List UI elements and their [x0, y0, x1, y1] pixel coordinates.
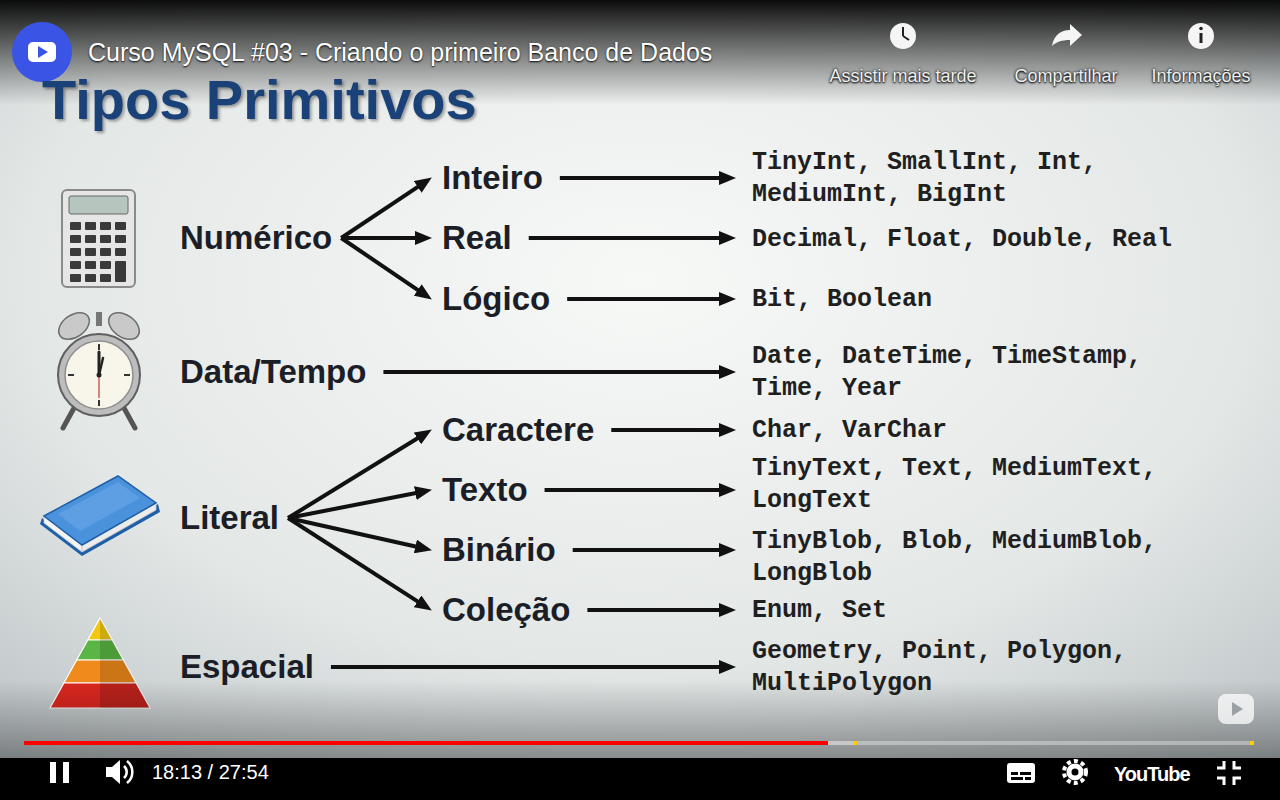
progress-marker: [1250, 741, 1254, 745]
category-label: Lógico: [439, 277, 553, 321]
watch-later-icon: [890, 23, 916, 49]
node-text: Enum, Set: [752, 595, 1222, 627]
node-text: Literal: [180, 498, 279, 538]
node-text: Real: [442, 218, 512, 258]
time-display: 18:13 / 27:54: [152, 761, 269, 784]
exit-fullscreen-icon: [1217, 761, 1241, 785]
category-label: Texto: [439, 468, 531, 512]
category-label: Real: [439, 216, 515, 260]
arrow-connector: [545, 488, 725, 492]
video-title: Curso MySQL #03 - Criando o primeiro Ban…: [88, 38, 712, 67]
node-text: Char, VarChar: [752, 415, 1222, 447]
arrow-connector: [587, 608, 725, 612]
player-button-label: Compartilhar: [1014, 66, 1117, 87]
type-list: Enum, Set: [749, 593, 1225, 629]
arrow-connector: [560, 176, 725, 180]
category-label: Numérico: [177, 216, 335, 260]
node-text: Bit, Boolean: [752, 284, 1222, 316]
node-text: Texto: [442, 470, 528, 510]
node-text: Geometry, Point, Polygon, MultiPolygon: [752, 636, 1222, 700]
arrow-connector: [573, 548, 725, 552]
node-text: Numérico: [180, 218, 332, 258]
progress-played: [24, 741, 828, 745]
arrow-connector: [611, 428, 725, 432]
arrow-connector: [341, 184, 422, 238]
watermark-icon: [1218, 694, 1254, 724]
category-label: Espacial: [177, 645, 317, 689]
type-list: TinyText, Text, MediumText, LongText: [749, 451, 1225, 519]
bottom-shade: [0, 680, 1280, 758]
arrow-connector: [288, 518, 423, 605]
node-text: TinyText, Text, MediumText, LongText: [752, 453, 1222, 517]
slide-title: Tipos Primitivos: [42, 68, 477, 132]
node-text: Inteiro: [442, 158, 543, 198]
type-list: Char, VarChar: [749, 413, 1225, 449]
category-label: Data/Tempo: [177, 350, 369, 394]
youtube-logo: YouTube: [1114, 763, 1190, 786]
book-icon: [40, 476, 160, 556]
arrow-connector: [341, 236, 421, 240]
node-text: Caractere: [442, 410, 594, 450]
alarm-clock-icon: [54, 307, 144, 428]
arrow-connector: [341, 238, 423, 293]
subtitles-icon: [1007, 763, 1035, 783]
settings-icon: [1064, 761, 1086, 783]
node-text: Binário: [442, 530, 556, 570]
node-text: Espacial: [180, 647, 314, 687]
category-label: Inteiro: [439, 156, 546, 200]
pause-icon: [50, 762, 69, 783]
calculator-icon: [62, 190, 135, 287]
category-label: Literal: [177, 496, 282, 540]
type-list: Geometry, Point, Polygon, MultiPolygon: [749, 634, 1225, 702]
category-label: Caractere: [439, 408, 597, 452]
player-button-label: Informações: [1151, 66, 1250, 87]
type-list: Decimal, Float, Double, Real: [749, 222, 1225, 258]
node-text: TinyInt, SmallInt, Int, MediumInt, BigIn…: [752, 147, 1222, 211]
node-text: TinyBlob, Blob, MediumBlob, LongBlob: [752, 526, 1222, 590]
share-icon: [1052, 24, 1082, 46]
node-text: Data/Tempo: [180, 352, 366, 392]
info-icon: [1188, 23, 1214, 49]
arrow-connector: [331, 665, 725, 669]
type-list: TinyInt, SmallInt, Int, MediumInt, BigIn…: [749, 145, 1225, 213]
node-text: Lógico: [442, 279, 550, 319]
type-list: Bit, Boolean: [749, 282, 1225, 318]
type-list: TinyBlob, Blob, MediumBlob, LongBlob: [749, 524, 1225, 592]
node-text: Decimal, Float, Double, Real: [752, 224, 1222, 256]
control-bar: [0, 758, 1280, 800]
arrow-connector: [288, 435, 422, 518]
node-text: Coleção: [442, 590, 570, 630]
arrow-connector: [288, 492, 421, 518]
progress-marker: [853, 741, 857, 745]
arrow-connector: [529, 236, 725, 240]
progress-track: [24, 741, 1254, 745]
category-label: Binário: [439, 528, 559, 572]
player-button-label: Assistir mais tarde: [829, 66, 976, 87]
node-text: Date, DateTime, TimeStamp, Time, Year: [752, 341, 1222, 405]
volume-icon: [106, 760, 132, 784]
category-label: Coleção: [439, 588, 573, 632]
progress-buffer: [24, 741, 855, 745]
type-list: Date, DateTime, TimeStamp, Time, Year: [749, 339, 1225, 407]
arrow-connector: [383, 370, 725, 374]
arrow-connector: [567, 297, 725, 301]
